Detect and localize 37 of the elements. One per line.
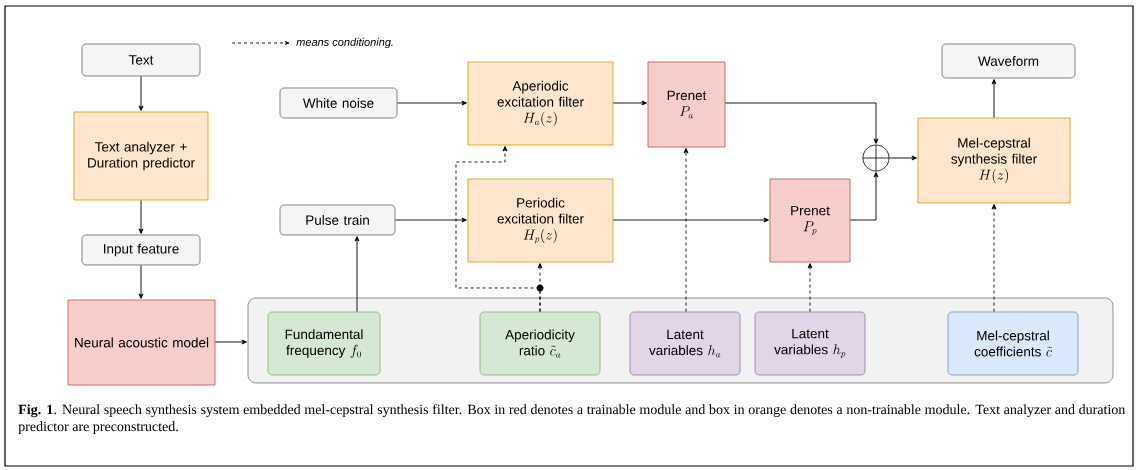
- arrow: [888, 155, 917, 161]
- dashed-arrow: [455, 146, 544, 313]
- module-box: Prenet $P_p$: [769, 178, 851, 263]
- caption: Fig. 1. Neural speech synthesis system embedded mel-cepstral synthesis filter. Box in red denotes a trainable module and box in orange denotes a non-trainable module. Text analyzer and duration predictor are preconstructed.: [18, 404, 1126, 435]
- feature-box: Latent variables $h_a$: [629, 311, 741, 376]
- arrow: [612, 217, 769, 223]
- feature-box: Aperiodicity ratio $\tilde{c}_a$: [479, 311, 601, 376]
- arrow: [214, 339, 247, 345]
- arrow: [354, 236, 360, 313]
- feature-box: Latent variables $h_p$: [754, 311, 866, 376]
- legend-text: means conditioning.: [296, 37, 393, 49]
- arrow: [612, 100, 647, 106]
- feature-box: Mel-cepstral coefficients $\tilde{c}$: [947, 311, 1079, 376]
- dashed-arrow: [991, 204, 997, 313]
- io-box: Pulse train: [279, 204, 396, 236]
- arrow: [394, 217, 467, 223]
- filter-box: Aperiodic excitation filter $H_a(z)$: [467, 61, 614, 146]
- arrow: [138, 264, 144, 299]
- arrow: [724, 102, 879, 144]
- filter-box: Periodic excitation filter $H_p(z)$: [467, 178, 614, 263]
- io-box: Waveform: [941, 43, 1076, 79]
- dashed-arrow: [683, 148, 689, 313]
- arrow: [396, 100, 467, 106]
- dashed-arrow: [807, 263, 813, 313]
- arrow: [138, 75, 144, 111]
- arrow: [138, 199, 144, 234]
- arrow: [991, 79, 997, 119]
- io-box: Input feature: [81, 234, 201, 266]
- filter-box: Text analyzer + Duration predictor: [73, 111, 209, 201]
- module-box: Neural acoustic model: [67, 299, 216, 386]
- io-box: White noise: [279, 87, 398, 119]
- filter-box: Mel-cepstral synthesis filter $H(z)$: [917, 117, 1071, 204]
- sum-junction: [862, 144, 890, 172]
- arrow: [849, 172, 879, 221]
- feature-box: Fundamental frequency $f_0$: [267, 311, 381, 376]
- module-box: Prenet $P_a$: [647, 61, 726, 148]
- io-box: Text: [81, 43, 201, 77]
